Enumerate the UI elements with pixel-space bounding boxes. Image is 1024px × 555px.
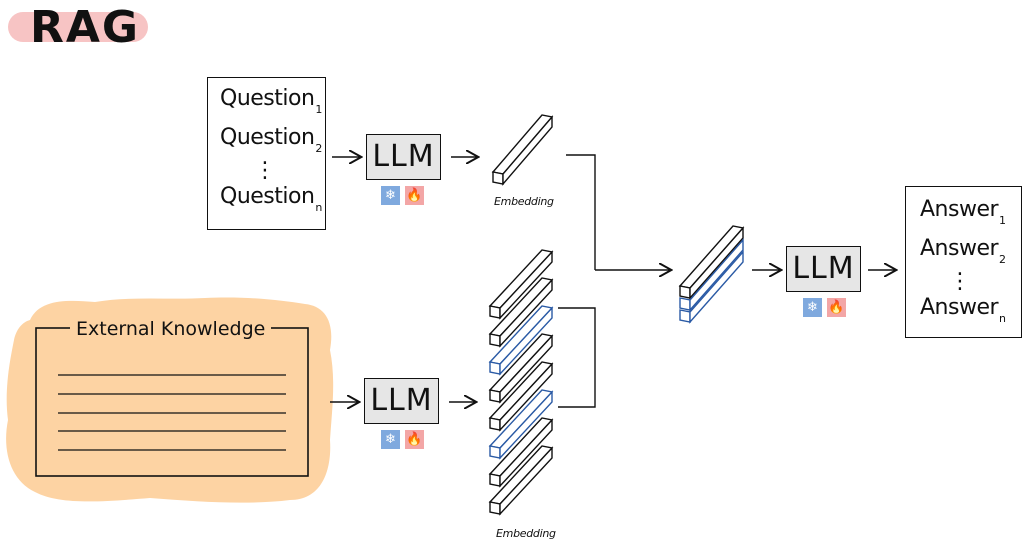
embedding-bar [488,417,554,488]
question-item: Questionn [220,184,322,214]
fire-icon: 🔥 [827,298,846,317]
answer-item: Answer2 [920,236,1006,266]
answer-box: Answer1 Answer2 ⋮ Answern [905,186,1022,338]
llm-generator: LLM [786,246,861,292]
question-item: Question2 [220,125,322,155]
snowflake-icon: ❄ [803,298,822,317]
external-knowledge-title: External Knowledge [70,318,272,340]
fire-icon: 🔥 [405,186,424,205]
answer-item: Answern [920,295,1006,325]
llm-query-encoder: LLM [366,134,441,180]
snowflake-icon: ❄ [381,430,400,449]
connector-retrieved [558,307,596,408]
embedding-bar-retrieved [488,305,554,376]
context-embedding [678,225,745,324]
diagram-title: RAG [30,2,141,53]
embedding-label: Embedding [494,195,554,208]
embedding-bar [488,277,554,348]
embedding-bar-retrieved [488,389,554,460]
embedding-bar [488,333,554,404]
title-highlight [8,12,148,42]
embedding-bar [488,249,554,320]
flow-arrows [330,155,895,407]
snowflake-icon: ❄ [381,186,400,205]
question-item: Question1 [220,86,322,116]
question-box: Question1 Question2 ⋮ Questionn [207,77,326,230]
answer-ellipsis: ⋮ [949,269,971,294]
connector-query [566,154,596,270]
knowledge-lines [58,374,286,451]
llm-knowledge-encoder: LLM [364,378,439,424]
embedding-bar [488,445,554,516]
knowledge-cloud [6,297,334,503]
fire-icon: 🔥 [405,430,424,449]
answer-item: Answer1 [920,197,1006,227]
question-ellipsis: ⋮ [254,158,276,183]
embedding-bar [488,361,554,432]
question-embedding [491,114,554,186]
embedding-label: Embedding [496,527,556,540]
knowledge-embeddings [488,249,554,516]
